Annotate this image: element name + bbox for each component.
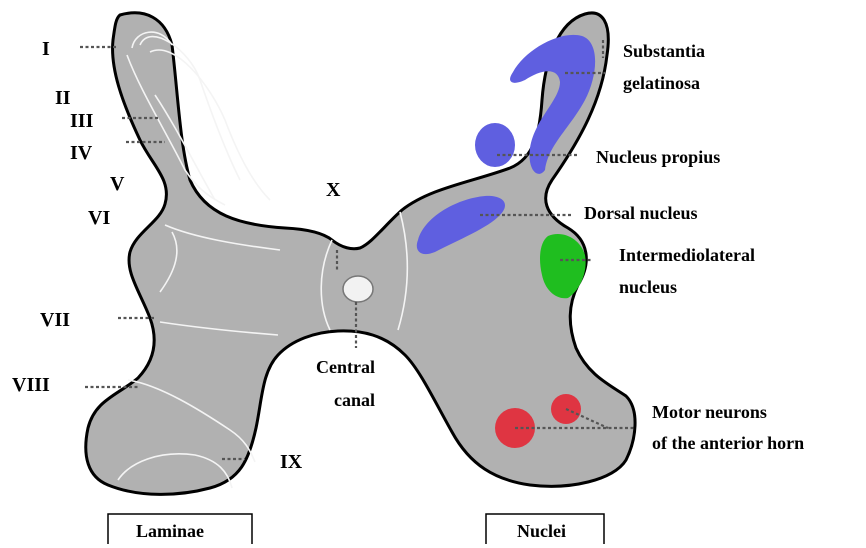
central-canal-label-1: Central [316,357,375,377]
lamina-label-vi: VI [88,207,110,229]
intermedio-label-1: Intermediolateral [619,245,755,265]
lamina-label-x: X [326,179,341,201]
lamina-label-v: V [110,173,125,195]
propius-label: Nucleus propius [596,147,720,167]
lamina-label-iii: III [70,110,94,132]
substantia-label-1: Substantia [623,41,705,61]
central-canal-label-2: canal [334,390,375,410]
substantia-label-2: gelatinosa [623,73,700,93]
intermedio-label-2: nucleus [619,277,677,297]
lamina-label-ix: IX [280,451,303,473]
lamina-label-vii: VII [40,309,70,331]
central-canal [343,276,373,302]
motor-label-1: Motor neurons [652,402,767,422]
dorsal-label: Dorsal nucleus [584,203,698,223]
motor-label-2: of the anterior horn [652,433,804,453]
lamina-label-viii: VIII [12,374,50,396]
lamina-label-ii: II [55,87,71,109]
lamina-label-i: I [42,38,50,60]
nucleus-propius [475,123,515,167]
lamina-label-iv: IV [70,142,93,164]
nuclei-box-title: Nuclei [517,521,566,541]
laminae-box-title: Laminae [136,521,204,541]
